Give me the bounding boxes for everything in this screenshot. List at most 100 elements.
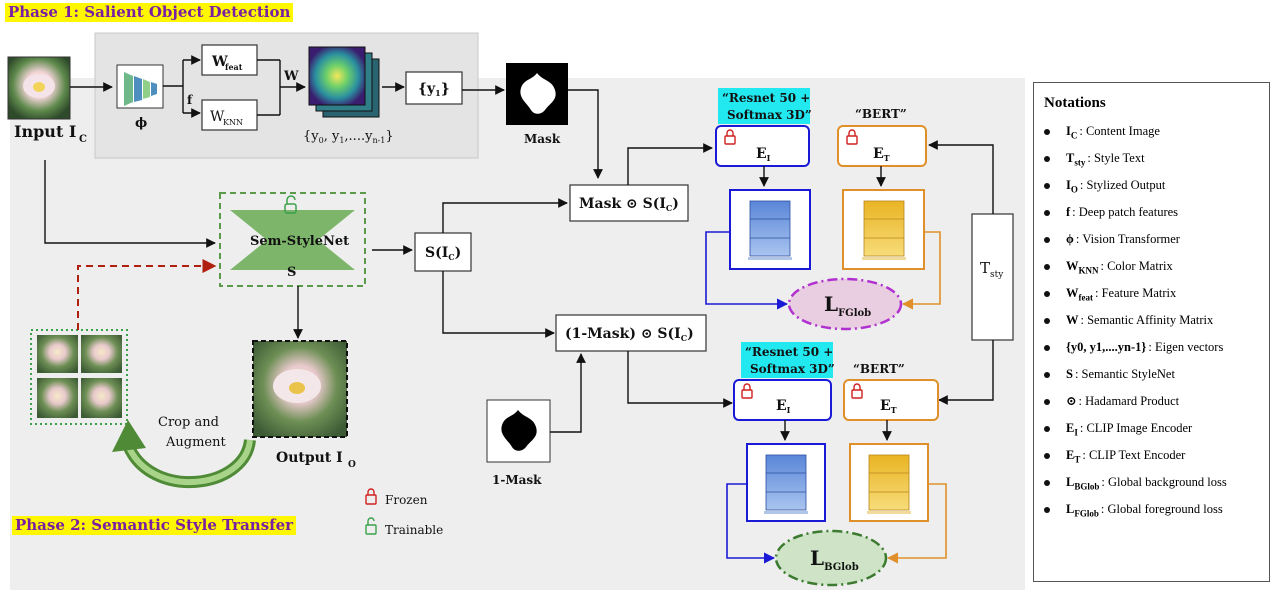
trainable-legend-label: Trainable bbox=[385, 523, 443, 537]
bullet-icon bbox=[1044, 345, 1050, 352]
bert-top-label: “BERT” bbox=[855, 107, 907, 121]
wfeat-box: W feat bbox=[201, 44, 258, 76]
output-label-sub: O bbox=[348, 460, 356, 470]
notation-symbol: S bbox=[1066, 367, 1073, 381]
augmented-crops bbox=[30, 329, 128, 425]
wknn-box: W KNN bbox=[201, 99, 258, 131]
crop-line2: Augment bbox=[165, 435, 226, 450]
bullet-icon bbox=[1044, 291, 1050, 298]
frozen-lock-icon bbox=[846, 135, 858, 145]
output-image bbox=[252, 340, 348, 438]
arrow-sic-to-masked bbox=[442, 198, 568, 233]
bullet-icon bbox=[1044, 372, 1050, 379]
frozen-lock-icon bbox=[724, 135, 736, 145]
bullet-icon bbox=[1044, 426, 1050, 433]
frozen-lock-shackle bbox=[848, 129, 856, 136]
clip-text-encoder-bottom: ET bbox=[843, 379, 939, 421]
sem-stylenet-block bbox=[219, 192, 366, 287]
one-mask-label: 1-Mask bbox=[492, 473, 542, 487]
notation-symbol: W bbox=[1066, 313, 1079, 327]
y1-box: {y1} bbox=[405, 71, 463, 105]
image-embedding-top bbox=[729, 189, 811, 270]
clip-image-encoder-bottom: EI bbox=[733, 379, 832, 421]
frozen-legend-label: Frozen bbox=[385, 493, 428, 507]
notation-description: : Deep patch features bbox=[1072, 205, 1179, 219]
notation-description: : Eigen vectors bbox=[1148, 340, 1224, 354]
notation-item: W: Semantic Affinity Matrix bbox=[1034, 307, 1269, 334]
ei-bottom-text: EI bbox=[776, 398, 791, 415]
phase1-title: Phase 1: Salient Object Detection bbox=[5, 3, 294, 22]
notation-symbol: E bbox=[1066, 448, 1075, 462]
bullet-icon bbox=[1044, 318, 1050, 325]
clip-image-encoder-top: EI bbox=[715, 125, 810, 167]
et-bottom-text: ET bbox=[880, 398, 897, 415]
notation-item: EI: CLIP Image Encoder bbox=[1034, 415, 1269, 442]
notation-symbol: I bbox=[1066, 178, 1071, 192]
notation-symbol: ϕ bbox=[1066, 232, 1074, 246]
arrow-img-emb-to-fglob bbox=[705, 231, 789, 310]
notation-item: ϕ: Vision Transformer bbox=[1034, 226, 1269, 253]
notations-title: Notations bbox=[1044, 95, 1106, 111]
image-embedding-bottom bbox=[746, 443, 826, 522]
phi-label: ϕ bbox=[135, 116, 147, 131]
wfeat-sub: feat bbox=[225, 62, 243, 72]
l-fglob-text: LFGlob bbox=[824, 292, 871, 319]
notation-symbol: T bbox=[1066, 151, 1075, 165]
bullet-icon bbox=[1044, 129, 1050, 136]
text-embedding-top bbox=[842, 189, 925, 270]
resnet-bottom-line2: Softmax 3D” bbox=[750, 362, 835, 376]
notation-item: LBGlob: Global background loss bbox=[1034, 469, 1269, 496]
bullet-icon bbox=[1044, 210, 1050, 217]
notation-symbol: I bbox=[1066, 124, 1071, 138]
input-image bbox=[7, 56, 71, 120]
notation-symbol: {y0, y1,....yn-1} bbox=[1066, 340, 1147, 354]
eigen-vectors-label: {y0, y1,....yn-1} bbox=[303, 129, 394, 145]
notation-description: : Hadamard Product bbox=[1078, 394, 1180, 408]
bullet-icon bbox=[1044, 264, 1050, 271]
wfeat-main: W bbox=[211, 54, 228, 70]
resnet-tag-bottom bbox=[741, 342, 833, 378]
arrow-text-emb-to-bglob bbox=[886, 483, 947, 564]
mask-image bbox=[506, 63, 568, 125]
resnet-bottom-line1: “Resnet 50 + bbox=[745, 345, 833, 359]
et-top-text: ET bbox=[873, 146, 890, 163]
notation-description: : Color Matrix bbox=[1100, 259, 1173, 273]
frozen-legend-icon bbox=[365, 488, 377, 505]
wknn-main: W bbox=[210, 109, 225, 125]
arrow-mask-to-masked-sic bbox=[568, 89, 603, 179]
notation-description: : CLIP Image Encoder bbox=[1079, 421, 1193, 435]
notation-item: WKNN: Color Matrix bbox=[1034, 253, 1269, 280]
notation-item: LFGlob: Global foreground loss bbox=[1034, 496, 1269, 523]
y1-text: {y1} bbox=[418, 81, 450, 98]
notation-symbol: L bbox=[1066, 475, 1075, 489]
l-bglob-text: LBGlob bbox=[810, 546, 859, 573]
notation-symbol: f bbox=[1066, 205, 1071, 219]
bullet-icon bbox=[1044, 237, 1050, 244]
notation-description: : Semantic Affinity Matrix bbox=[1080, 313, 1214, 327]
f-label: f bbox=[187, 93, 193, 107]
notation-item: IO: Stylized Output bbox=[1034, 172, 1269, 199]
bullet-icon bbox=[1044, 507, 1050, 514]
arrow-sic-to-invmasked bbox=[442, 271, 555, 338]
inv-masked-sic-box: (1-Mask) ⊙ S(IC) bbox=[555, 314, 707, 352]
wknn-sub: KNN bbox=[223, 118, 243, 127]
arrow-input-to-stylenet bbox=[44, 160, 216, 248]
notation-symbol: L bbox=[1066, 502, 1075, 516]
notation-subscript: sty bbox=[1074, 157, 1086, 168]
bullet-icon bbox=[1044, 453, 1050, 460]
masked-sic-box: Mask ⊙ S(IC) bbox=[569, 184, 689, 222]
notation-description: : CLIP Text Encoder bbox=[1082, 448, 1186, 462]
inverse-mask-image bbox=[486, 399, 551, 463]
notation-item: ET: CLIP Text Encoder bbox=[1034, 442, 1269, 469]
arrow-tsty-to-et-top bbox=[928, 140, 994, 214]
text-embedding-bottom bbox=[849, 443, 929, 522]
resnet-top-line2: Softmax 3D” bbox=[727, 108, 812, 122]
trainable-legend-icon bbox=[365, 517, 377, 535]
notation-subscript: C bbox=[1070, 130, 1078, 141]
trainable-lock-icon bbox=[284, 195, 297, 214]
frozen-lock-shackle bbox=[726, 129, 734, 136]
notation-item: S: Semantic StyleNet bbox=[1034, 361, 1269, 388]
bullet-icon bbox=[1044, 399, 1050, 406]
notation-description: : Feature Matrix bbox=[1095, 286, 1177, 300]
